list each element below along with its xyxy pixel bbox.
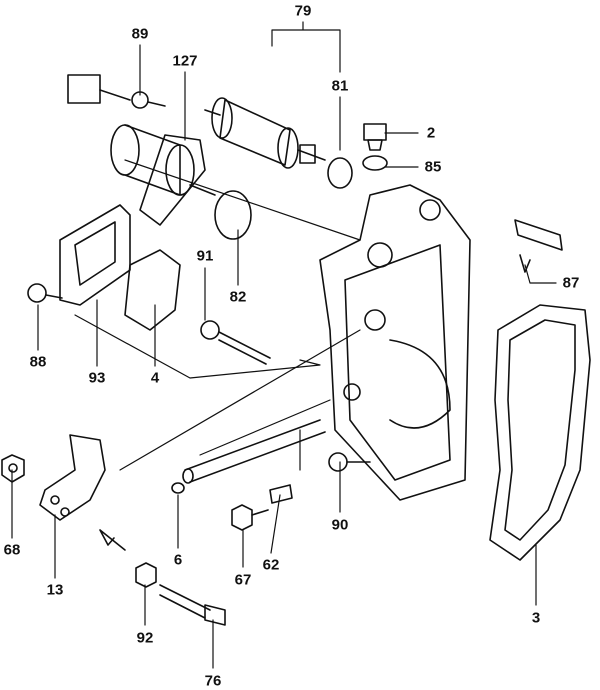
part-label: 68 — [3, 541, 21, 559]
part-label: 76 — [204, 672, 222, 690]
shaft-6 — [182, 419, 326, 484]
part-label: 81 — [331, 77, 349, 95]
nut-68 — [1, 454, 25, 483]
bolt-90 — [328, 452, 371, 472]
part-label: 3 — [531, 609, 541, 627]
plate-93 — [59, 204, 131, 306]
part-label: 91 — [196, 247, 214, 265]
solenoid-79 — [204, 97, 326, 169]
clip-62 — [269, 484, 293, 504]
bracket-87 — [514, 219, 563, 273]
part-label: 6 — [173, 551, 183, 569]
nut-92 — [135, 562, 157, 588]
o-ring-81 — [327, 157, 353, 189]
part-label: 92 — [136, 629, 154, 647]
part-label: 82 — [229, 288, 247, 306]
governor-housing — [319, 184, 471, 501]
part-label: 79 — [294, 2, 312, 20]
part-label: 4 — [150, 369, 160, 387]
stop-solenoid-127 — [67, 74, 216, 226]
bolt-67 — [231, 504, 269, 531]
bolt-89 — [131, 91, 166, 109]
part-label: 62 — [262, 556, 280, 574]
part-label: 90 — [331, 516, 349, 534]
gasket-3 — [489, 304, 591, 561]
part-label: 88 — [29, 353, 47, 371]
bolt-91 — [200, 320, 271, 365]
bolt-88 — [27, 283, 63, 303]
gasket-4 — [124, 249, 181, 331]
part-label: 85 — [424, 158, 442, 176]
part-label: 13 — [46, 581, 64, 599]
lever-13 — [39, 434, 106, 521]
part-label: 93 — [88, 369, 106, 387]
washer-85 — [362, 155, 388, 171]
part-label: 2 — [426, 124, 436, 142]
o-ring-6 — [171, 482, 185, 494]
part-label: 87 — [562, 274, 580, 292]
o-ring-82 — [214, 190, 252, 240]
part-label: 127 — [172, 52, 198, 70]
part-label: 89 — [131, 25, 149, 43]
plug-2 — [363, 123, 387, 151]
leader-lines — [11, 21, 557, 669]
bolt-76 — [159, 584, 226, 626]
part-label: 67 — [234, 571, 252, 589]
arrow — [99, 529, 126, 551]
